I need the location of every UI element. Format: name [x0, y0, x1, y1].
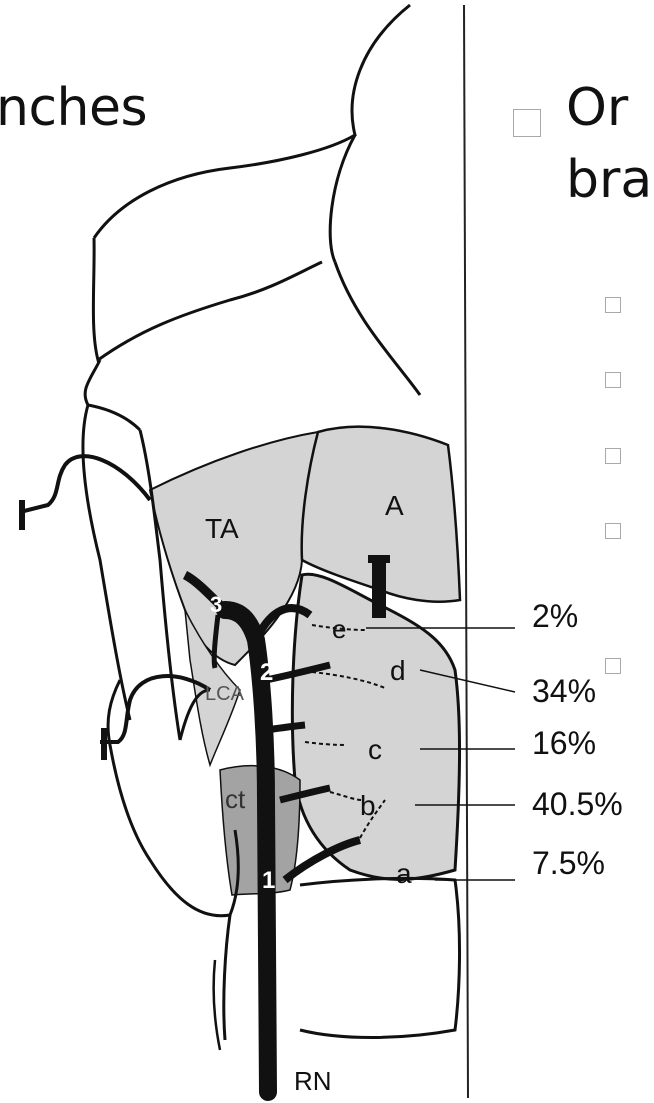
label-ta: TA — [205, 513, 239, 544]
percent-d: 34% — [532, 673, 596, 709]
posterior-cricoarytenoid-region — [292, 574, 459, 879]
branch-letter-a: a — [396, 858, 412, 889]
percent-b: 40.5% — [532, 786, 623, 822]
divider-line — [464, 5, 468, 1098]
percent-e: 2% — [532, 598, 578, 634]
label-rn: RN — [294, 1066, 332, 1096]
percent-c: 16% — [532, 725, 596, 761]
branch-letter-e: e — [332, 614, 346, 644]
branch-letter-d: d — [390, 655, 406, 686]
label-ct: ct — [225, 784, 246, 814]
percent-a: 7.5% — [532, 845, 605, 881]
branch-letter-c: c — [368, 734, 382, 765]
branch-letter-b: b — [360, 790, 376, 821]
thyroid-cartilage-outline — [94, 5, 410, 238]
thyroarytenoid-muscle — [150, 432, 318, 665]
nerve-branch-3: 3 — [210, 592, 222, 617]
cricoid-cartilage-outline — [300, 878, 460, 1037]
label-lca: LCA — [205, 683, 245, 705]
nerve-branch-2: 2 — [260, 659, 273, 686]
label-a: A — [385, 490, 404, 521]
nerve-branch-1: 1 — [262, 867, 275, 894]
